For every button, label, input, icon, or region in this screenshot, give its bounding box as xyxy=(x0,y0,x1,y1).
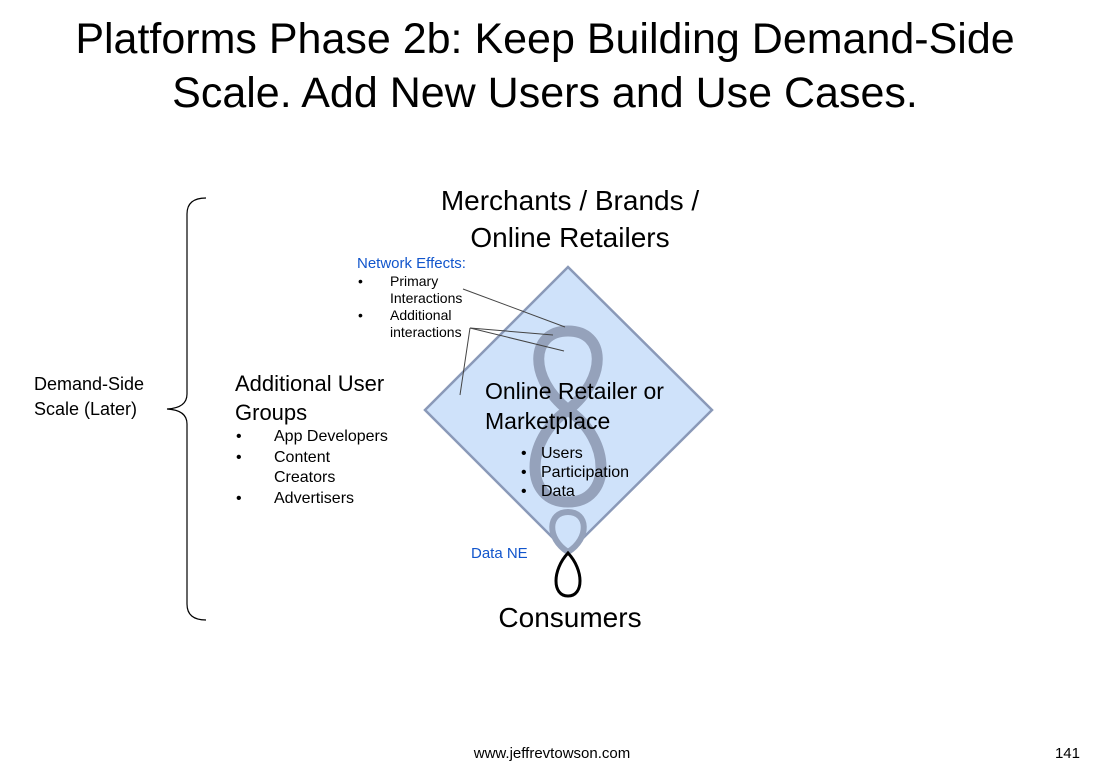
slide-title: Platforms Phase 2b: Keep Building Demand… xyxy=(75,15,1015,117)
list-item: Users xyxy=(521,444,661,463)
footer-url: www.jeffrevtowson.com xyxy=(473,745,631,762)
curly-brace xyxy=(166,197,207,621)
additional-user-groups-list: App Developers Content Creators Advertis… xyxy=(236,427,416,509)
page-number: 141 xyxy=(1054,745,1080,762)
callout-line-additional-1 xyxy=(469,327,554,336)
list-item: Content Creators xyxy=(236,448,364,489)
list-item: Additional interactions xyxy=(358,307,478,341)
top-user-group-label: Merchants / Brands / Online Retailers xyxy=(440,185,700,253)
list-item: Primary Interactions xyxy=(358,273,478,307)
data-network-effect-loop-icon xyxy=(549,508,587,556)
platform-center-title: Online Retailer or Marketplace xyxy=(485,378,664,434)
bottom-user-group-label: Consumers xyxy=(498,602,642,633)
list-item: Data xyxy=(521,482,661,501)
list-item: App Developers xyxy=(236,427,416,448)
platform-center-list: Users Participation Data xyxy=(521,444,661,501)
network-effects-heading: Network Effects: xyxy=(357,255,466,272)
callout-line-primary xyxy=(462,288,566,328)
list-item: Advertisers xyxy=(236,489,416,510)
callout-line-additional-2 xyxy=(469,327,565,352)
network-effect-loop-icon xyxy=(529,325,607,508)
consumer-loop-icon xyxy=(554,550,582,598)
data-ne-label: Data NE xyxy=(471,545,528,562)
brace-label: Demand-Side Scale (Later) xyxy=(34,374,145,419)
network-effects-list: Primary Interactions Additional interact… xyxy=(358,273,478,341)
additional-user-groups-heading: Additional User Groups xyxy=(235,371,385,425)
list-item: Participation xyxy=(521,463,661,482)
